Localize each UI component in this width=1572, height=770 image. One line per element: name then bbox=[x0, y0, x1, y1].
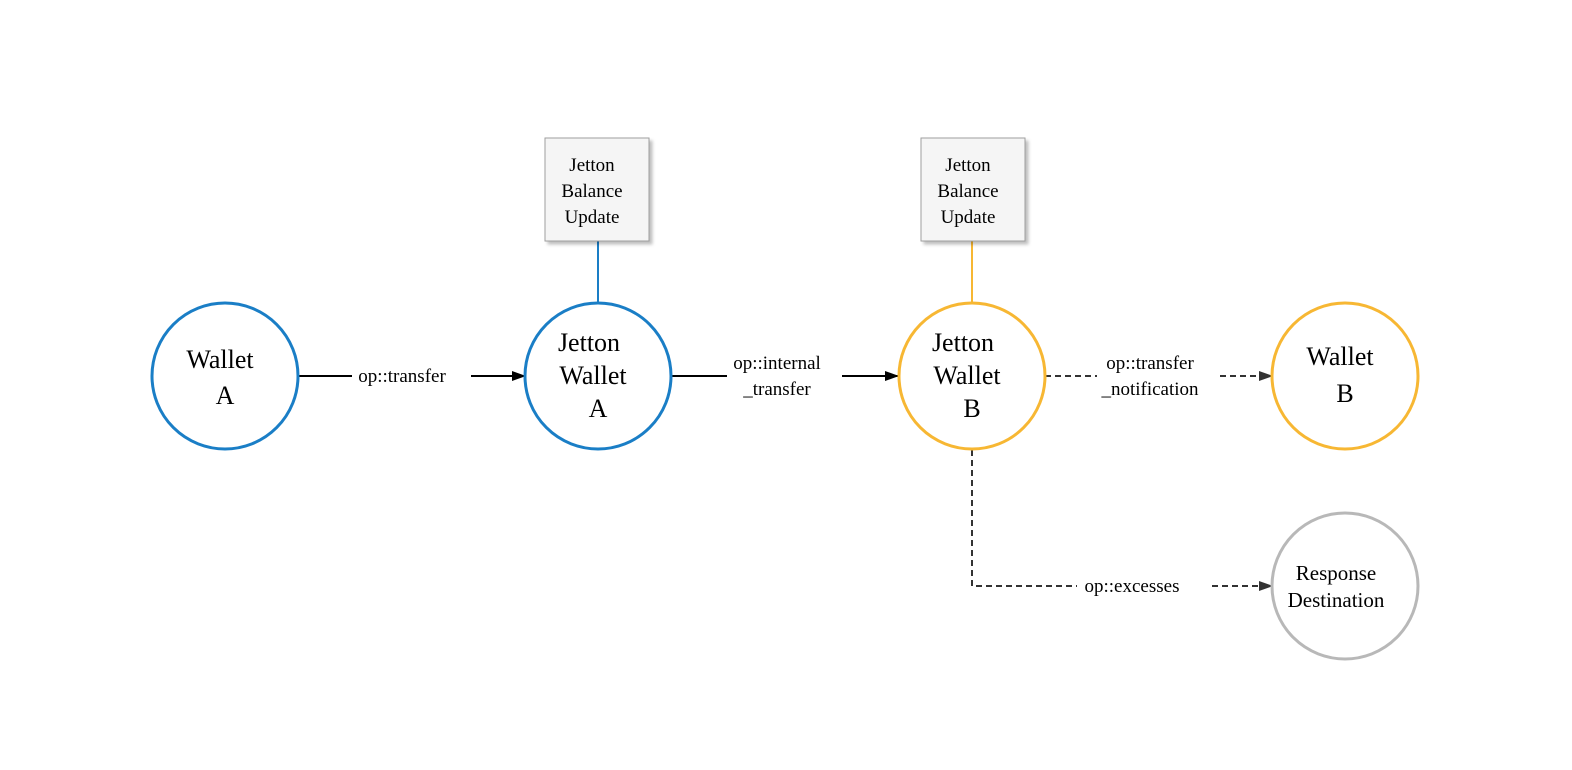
node-jetton-wallet-a-line3: A bbox=[589, 394, 608, 423]
node-response-destination-line2: Destination bbox=[1288, 588, 1385, 612]
node-jetton-wallet-a[interactable]: Jetton Wallet A bbox=[523, 301, 673, 451]
node-jetton-wallet-b[interactable]: Jetton Wallet B bbox=[897, 301, 1047, 451]
edge-internal-transfer-line2: _transfer bbox=[742, 379, 811, 400]
balance-update-box-a[interactable]: Jetton Balance Update bbox=[544, 137, 650, 242]
balance-update-a-line3: Update bbox=[565, 207, 620, 228]
node-jetton-wallet-a-line1: Jetton bbox=[558, 328, 620, 357]
node-response-destination[interactable]: Response Destination bbox=[1270, 511, 1420, 661]
edge-transfer-notification: op::transfer _notification bbox=[1045, 353, 1273, 400]
balance-update-b-line2: Balance bbox=[937, 181, 998, 202]
edge-excesses: op::excesses bbox=[971, 450, 1273, 597]
node-response-destination-line1: Response bbox=[1296, 561, 1377, 585]
balance-update-a-line2: Balance bbox=[561, 181, 622, 202]
node-wallet-b-line2: B bbox=[1336, 379, 1353, 408]
edge-internal-transfer-line1: op::internal bbox=[733, 353, 821, 374]
balance-update-a-line1: Jetton bbox=[569, 155, 615, 176]
balance-update-b-line3: Update bbox=[941, 207, 996, 228]
node-jetton-wallet-b-line3: B bbox=[963, 394, 980, 423]
balance-update-box-b[interactable]: Jetton Balance Update bbox=[920, 137, 1026, 242]
edge-transfer-notification-line2: _notification bbox=[1100, 379, 1199, 400]
edge-internal-transfer: op::internal _transfer bbox=[672, 353, 899, 400]
node-wallet-b[interactable]: Wallet B bbox=[1270, 301, 1420, 451]
balance-update-b-line1: Jetton bbox=[945, 155, 991, 176]
node-wallet-a[interactable]: Wallet A bbox=[150, 301, 300, 451]
edge-transfer: op::transfer bbox=[298, 366, 526, 387]
node-jetton-wallet-a-line2: Wallet bbox=[559, 361, 627, 390]
edge-transfer-notification-line1: op::transfer bbox=[1106, 353, 1194, 374]
node-wallet-a-line2: A bbox=[216, 381, 235, 410]
node-jetton-wallet-b-line1: Jetton bbox=[932, 328, 994, 357]
node-wallet-a-line1: Wallet bbox=[186, 345, 254, 374]
edge-excesses-label: op::excesses bbox=[1085, 576, 1180, 597]
node-jetton-wallet-b-line2: Wallet bbox=[933, 361, 1001, 390]
edge-transfer-label: op::transfer bbox=[358, 366, 446, 387]
node-wallet-b-line1: Wallet bbox=[1306, 342, 1374, 371]
